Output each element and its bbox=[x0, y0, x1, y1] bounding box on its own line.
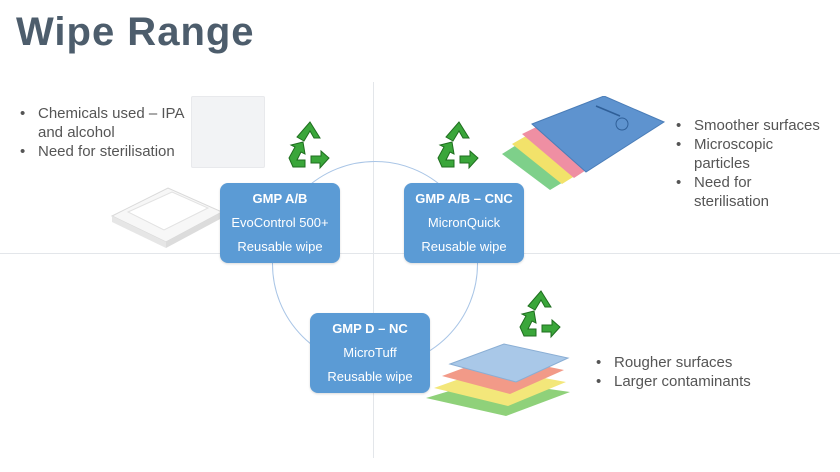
box-header: GMP A/B – CNC bbox=[415, 191, 513, 206]
box-type: Reusable wipe bbox=[327, 369, 413, 384]
square-white-wipe-image bbox=[191, 96, 265, 168]
top-left-bullets: Chemicals used – IPA and alcohol Need fo… bbox=[18, 104, 188, 161]
box-header: GMP A/B bbox=[252, 191, 308, 206]
bullet-item: Smoother surfaces bbox=[674, 116, 824, 135]
bullet-item: Need for sterilisation bbox=[674, 173, 824, 211]
bullet-item: Larger contaminants bbox=[594, 372, 794, 391]
box-type: Reusable wipe bbox=[237, 239, 323, 254]
bullet-item: Microscopic particles bbox=[674, 135, 824, 173]
recycle-icon bbox=[288, 121, 330, 170]
recycle-icon bbox=[437, 121, 479, 170]
recycle-icon bbox=[519, 290, 561, 339]
box-product: MicronQuick bbox=[427, 215, 501, 230]
box-product: MicroTuff bbox=[343, 345, 397, 360]
stacked-cloths-image bbox=[426, 343, 570, 416]
bullet-item: Chemicals used – IPA and alcohol bbox=[18, 104, 188, 142]
product-box-micronquick: GMP A/B – CNC MicronQuick Reusable wipe bbox=[404, 183, 524, 263]
bullet-item: Need for sterilisation bbox=[18, 142, 188, 161]
box-product: EvoControl 500+ bbox=[231, 215, 329, 230]
folded-white-wipe-image bbox=[110, 187, 224, 248]
bullet-item: Rougher surfaces bbox=[594, 353, 794, 372]
colored-cloths-image bbox=[502, 96, 666, 190]
product-box-microtuff: GMP D – NC MicroTuff Reusable wipe bbox=[310, 313, 430, 393]
product-box-evocontrol: GMP A/B EvoControl 500+ Reusable wipe bbox=[220, 183, 340, 263]
top-right-bullets: Smoother surfaces Microscopic particles … bbox=[674, 116, 824, 211]
box-type: Reusable wipe bbox=[421, 239, 507, 254]
bottom-right-bullets: Rougher surfaces Larger contaminants bbox=[594, 353, 794, 391]
box-header: GMP D – NC bbox=[332, 321, 408, 336]
slide-title: Wipe Range bbox=[16, 10, 255, 54]
